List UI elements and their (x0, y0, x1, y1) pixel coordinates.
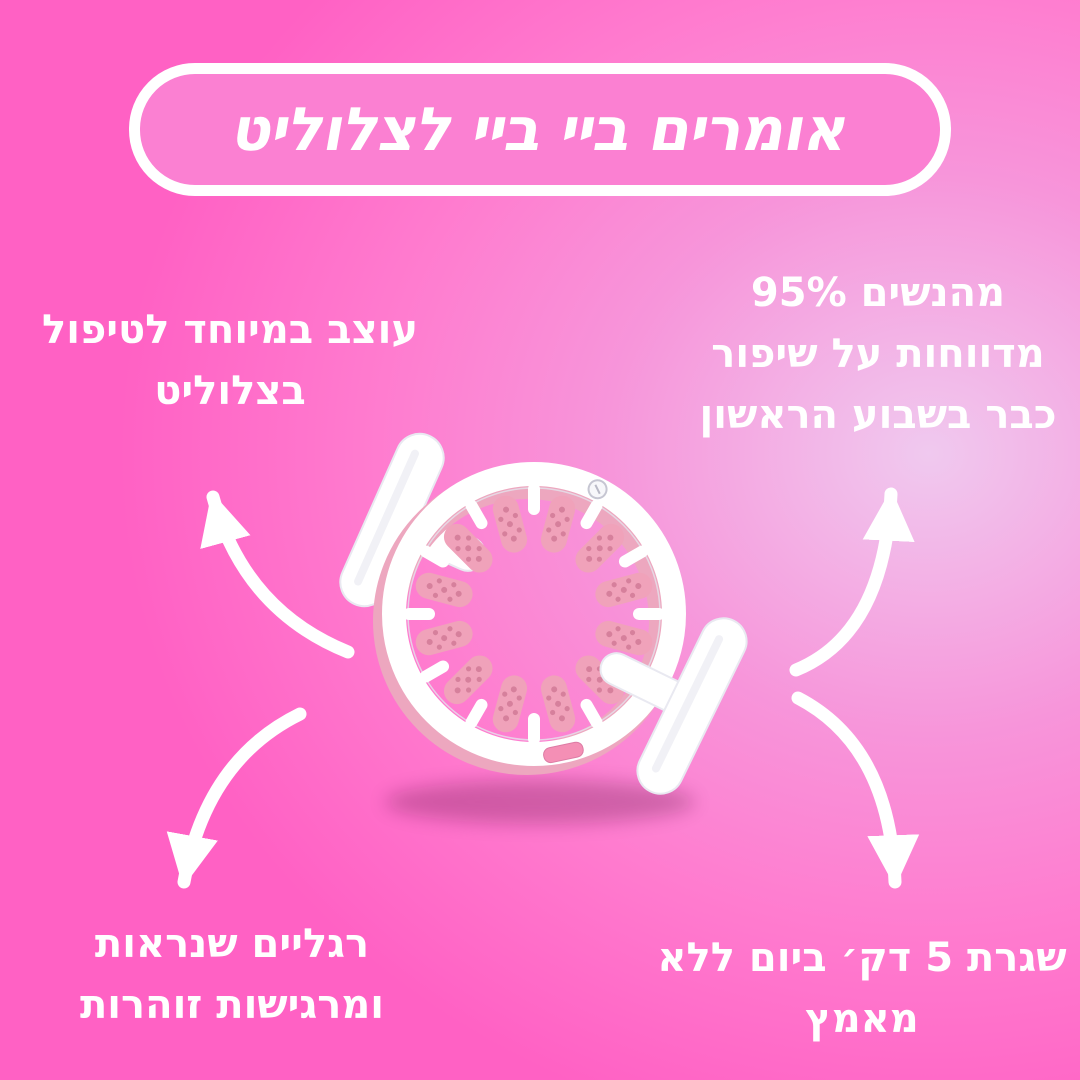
callout-line: שגרת 5 דק׳ ביום ללא (657, 935, 1067, 981)
callout-line: 95% מהנשים (750, 270, 1006, 316)
callout-line: מדווחות על שיפור (711, 330, 1045, 377)
arrow-to-top-left-callout (200, 490, 355, 659)
callout-line: בצלוליט (154, 367, 306, 414)
headline-banner: אומרים ביי ביי לצלוליט (129, 63, 951, 196)
arrow-to-bottom-left-callout (166, 707, 307, 889)
massager-ring (382, 462, 686, 766)
massager-handle-right (599, 617, 748, 795)
callout-bottom-left: רגליים שנראות ומרגישות זוהרות (80, 914, 384, 1036)
callout-line: עוצב במיוחד לטיפול (42, 307, 418, 353)
callout-line: ומרגישות זוהרות (79, 981, 385, 1028)
product-shadow (385, 780, 695, 824)
callout-line: כבר בשבוע הראשון (699, 391, 1057, 438)
arrow-to-bottom-right-callout (791, 691, 920, 889)
massager-button (543, 741, 584, 764)
callout-top-left: עוצב במיוחד לטיפול בצלוליט (42, 300, 418, 422)
arrow-to-top-right-callout (789, 487, 915, 677)
callout-line: רגליים שנראות (94, 921, 370, 967)
callout-line: מאמץ (805, 995, 919, 1042)
headline-text: אומרים ביי ביי לצלוליט (226, 94, 854, 165)
cellulite-massage-roller-ring-icon (339, 432, 748, 795)
callout-bottom-right: שגרת 5 דק׳ ביום ללא מאמץ (657, 928, 1066, 1050)
callout-top-right: 95% מהנשים מדווחות על שיפור כבר בשבוע הר… (700, 263, 1057, 445)
massager-hinge-screw (587, 479, 608, 500)
